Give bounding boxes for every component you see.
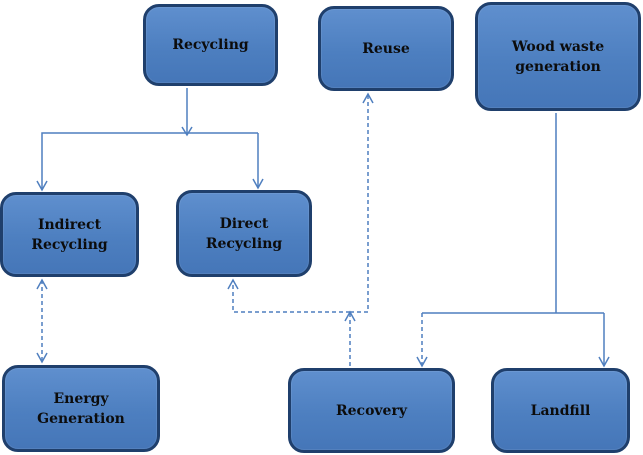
edge-indirect-energy	[36, 278, 48, 364]
recycling-trunk-arrowhead	[181, 126, 193, 137]
node-direct-recycling: Direct Recycling	[176, 190, 312, 277]
edge-wood-waste-outputs	[416, 113, 610, 368]
landfill-arrowhead	[598, 356, 610, 368]
node-recovery: Recovery	[288, 368, 455, 453]
node-recycling-label: Recycling	[172, 37, 249, 53]
indirect-energy-arrowhead-down	[36, 352, 48, 364]
node-wood-waste-generation-label: Wood waste generation	[511, 38, 605, 75]
node-recycling: Recycling	[143, 4, 278, 86]
node-wood-waste-generation: Wood waste generation	[475, 2, 641, 111]
reuse-arrowhead	[362, 92, 374, 104]
direct-arrowhead	[252, 178, 264, 190]
indirect-arrowhead	[36, 180, 48, 192]
node-indirect-recycling-label: Indirect Recycling	[31, 216, 108, 253]
node-landfill: Landfill	[491, 368, 630, 453]
recovery-reuse-line	[350, 94, 369, 313]
recycling-branch-line	[41, 132, 258, 190]
recovery-direct-line	[232, 280, 350, 313]
edge-recycling-to-recycling-types	[36, 88, 264, 192]
node-landfill-label: Landfill	[530, 402, 591, 419]
edge-recovery-reuse	[344, 92, 374, 366]
node-recovery-label: Recovery	[336, 402, 407, 419]
indirect-energy-arrowhead-up	[36, 278, 48, 290]
node-reuse-label: Reuse	[362, 40, 410, 57]
node-indirect-recycling: Indirect Recycling	[0, 192, 139, 277]
recovery-arrowhead	[416, 356, 428, 368]
edge-recovery-direct	[227, 278, 350, 313]
node-energy-generation-label: Energy Generation	[37, 390, 125, 427]
node-reuse: Reuse	[318, 6, 454, 91]
node-energy-generation: Energy Generation	[2, 365, 160, 452]
node-direct-recycling-label: Direct Recycling	[205, 215, 283, 252]
direct-up-arrowhead	[227, 278, 239, 290]
